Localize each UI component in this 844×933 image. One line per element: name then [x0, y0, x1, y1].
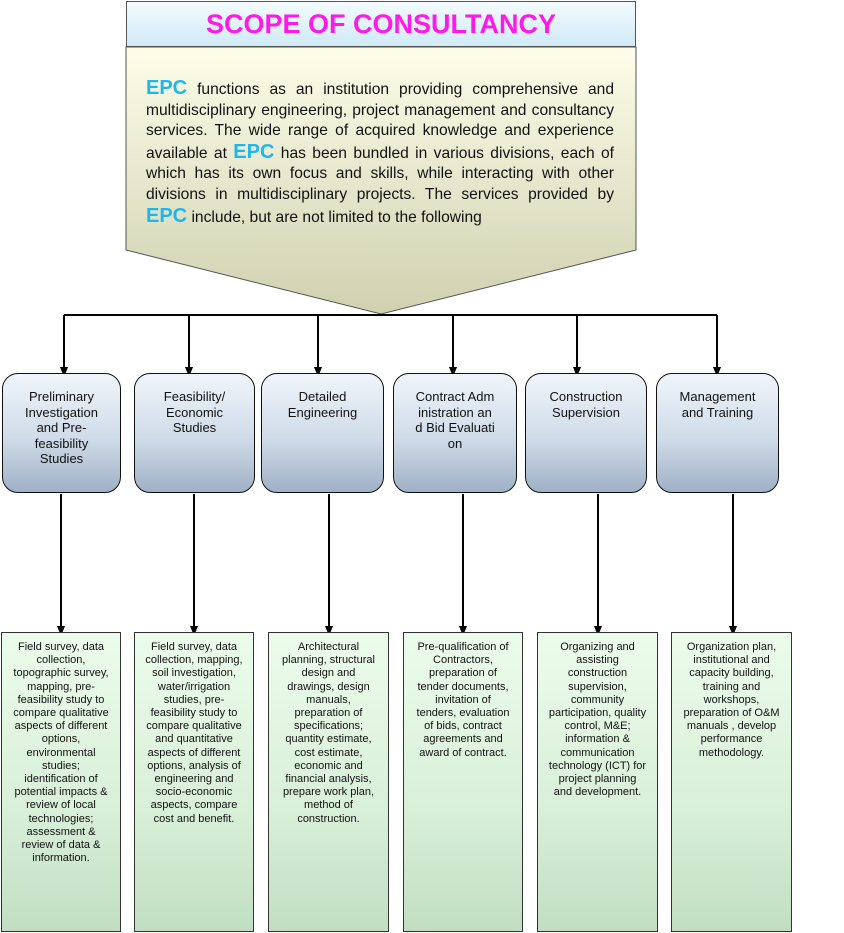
brand-name: EPC: [146, 204, 188, 227]
intro-paragraph: EPC functions as an institution providin…: [146, 78, 614, 228]
division-label: Management and Training: [679, 389, 756, 420]
intro-pentagon: [125, 46, 637, 315]
division-box-management-training: Management and Training: [656, 373, 779, 493]
division-details-preliminary-investigation: Field survey, data collection, topograph…: [1, 632, 121, 932]
division-details-feasibility-studies: Field survey, data collection, mapping, …: [134, 632, 254, 932]
division-details-contract-administration: Pre-qualification of Contractors, prepar…: [403, 632, 523, 932]
division-label: Detailed Engineering: [287, 389, 358, 420]
division-label: Contract Administration and Bid Evaluati…: [415, 389, 495, 451]
intro-text-part-1: functions as an institution providing co…: [146, 81, 614, 162]
division-details-construction-supervision: Organizing and assisting construction su…: [537, 632, 658, 932]
page-title: SCOPE OF CONSULTANCY: [126, 1, 636, 47]
division-label: Feasibility/ Economic Studies: [163, 389, 226, 435]
division-box-feasibility-studies: Feasibility/ Economic Studies: [134, 373, 255, 493]
division-details-management-training: Organization plan, institutional and cap…: [671, 632, 792, 932]
brand-name: EPC: [233, 140, 275, 163]
division-label: Construction Supervision: [549, 389, 623, 420]
division-label: Preliminary Investigation and Pre-feasib…: [25, 389, 98, 466]
division-details-detailed-engineering: Architectural planning, structural desig…: [268, 632, 389, 932]
division-box-contract-administration: Contract Administration and Bid Evaluati…: [393, 373, 517, 493]
division-box-detailed-engineering: Detailed Engineering: [261, 373, 384, 493]
intro-text-part-2: has been bundled in various divisions, e…: [146, 144, 614, 203]
division-box-preliminary-investigation: Preliminary Investigation and Pre-feasib…: [2, 373, 121, 493]
division-box-construction-supervision: Construction Supervision: [525, 373, 647, 493]
intro-text-part-3: include, but are not limited to the foll…: [187, 208, 482, 226]
brand-name: EPC: [146, 77, 188, 99]
